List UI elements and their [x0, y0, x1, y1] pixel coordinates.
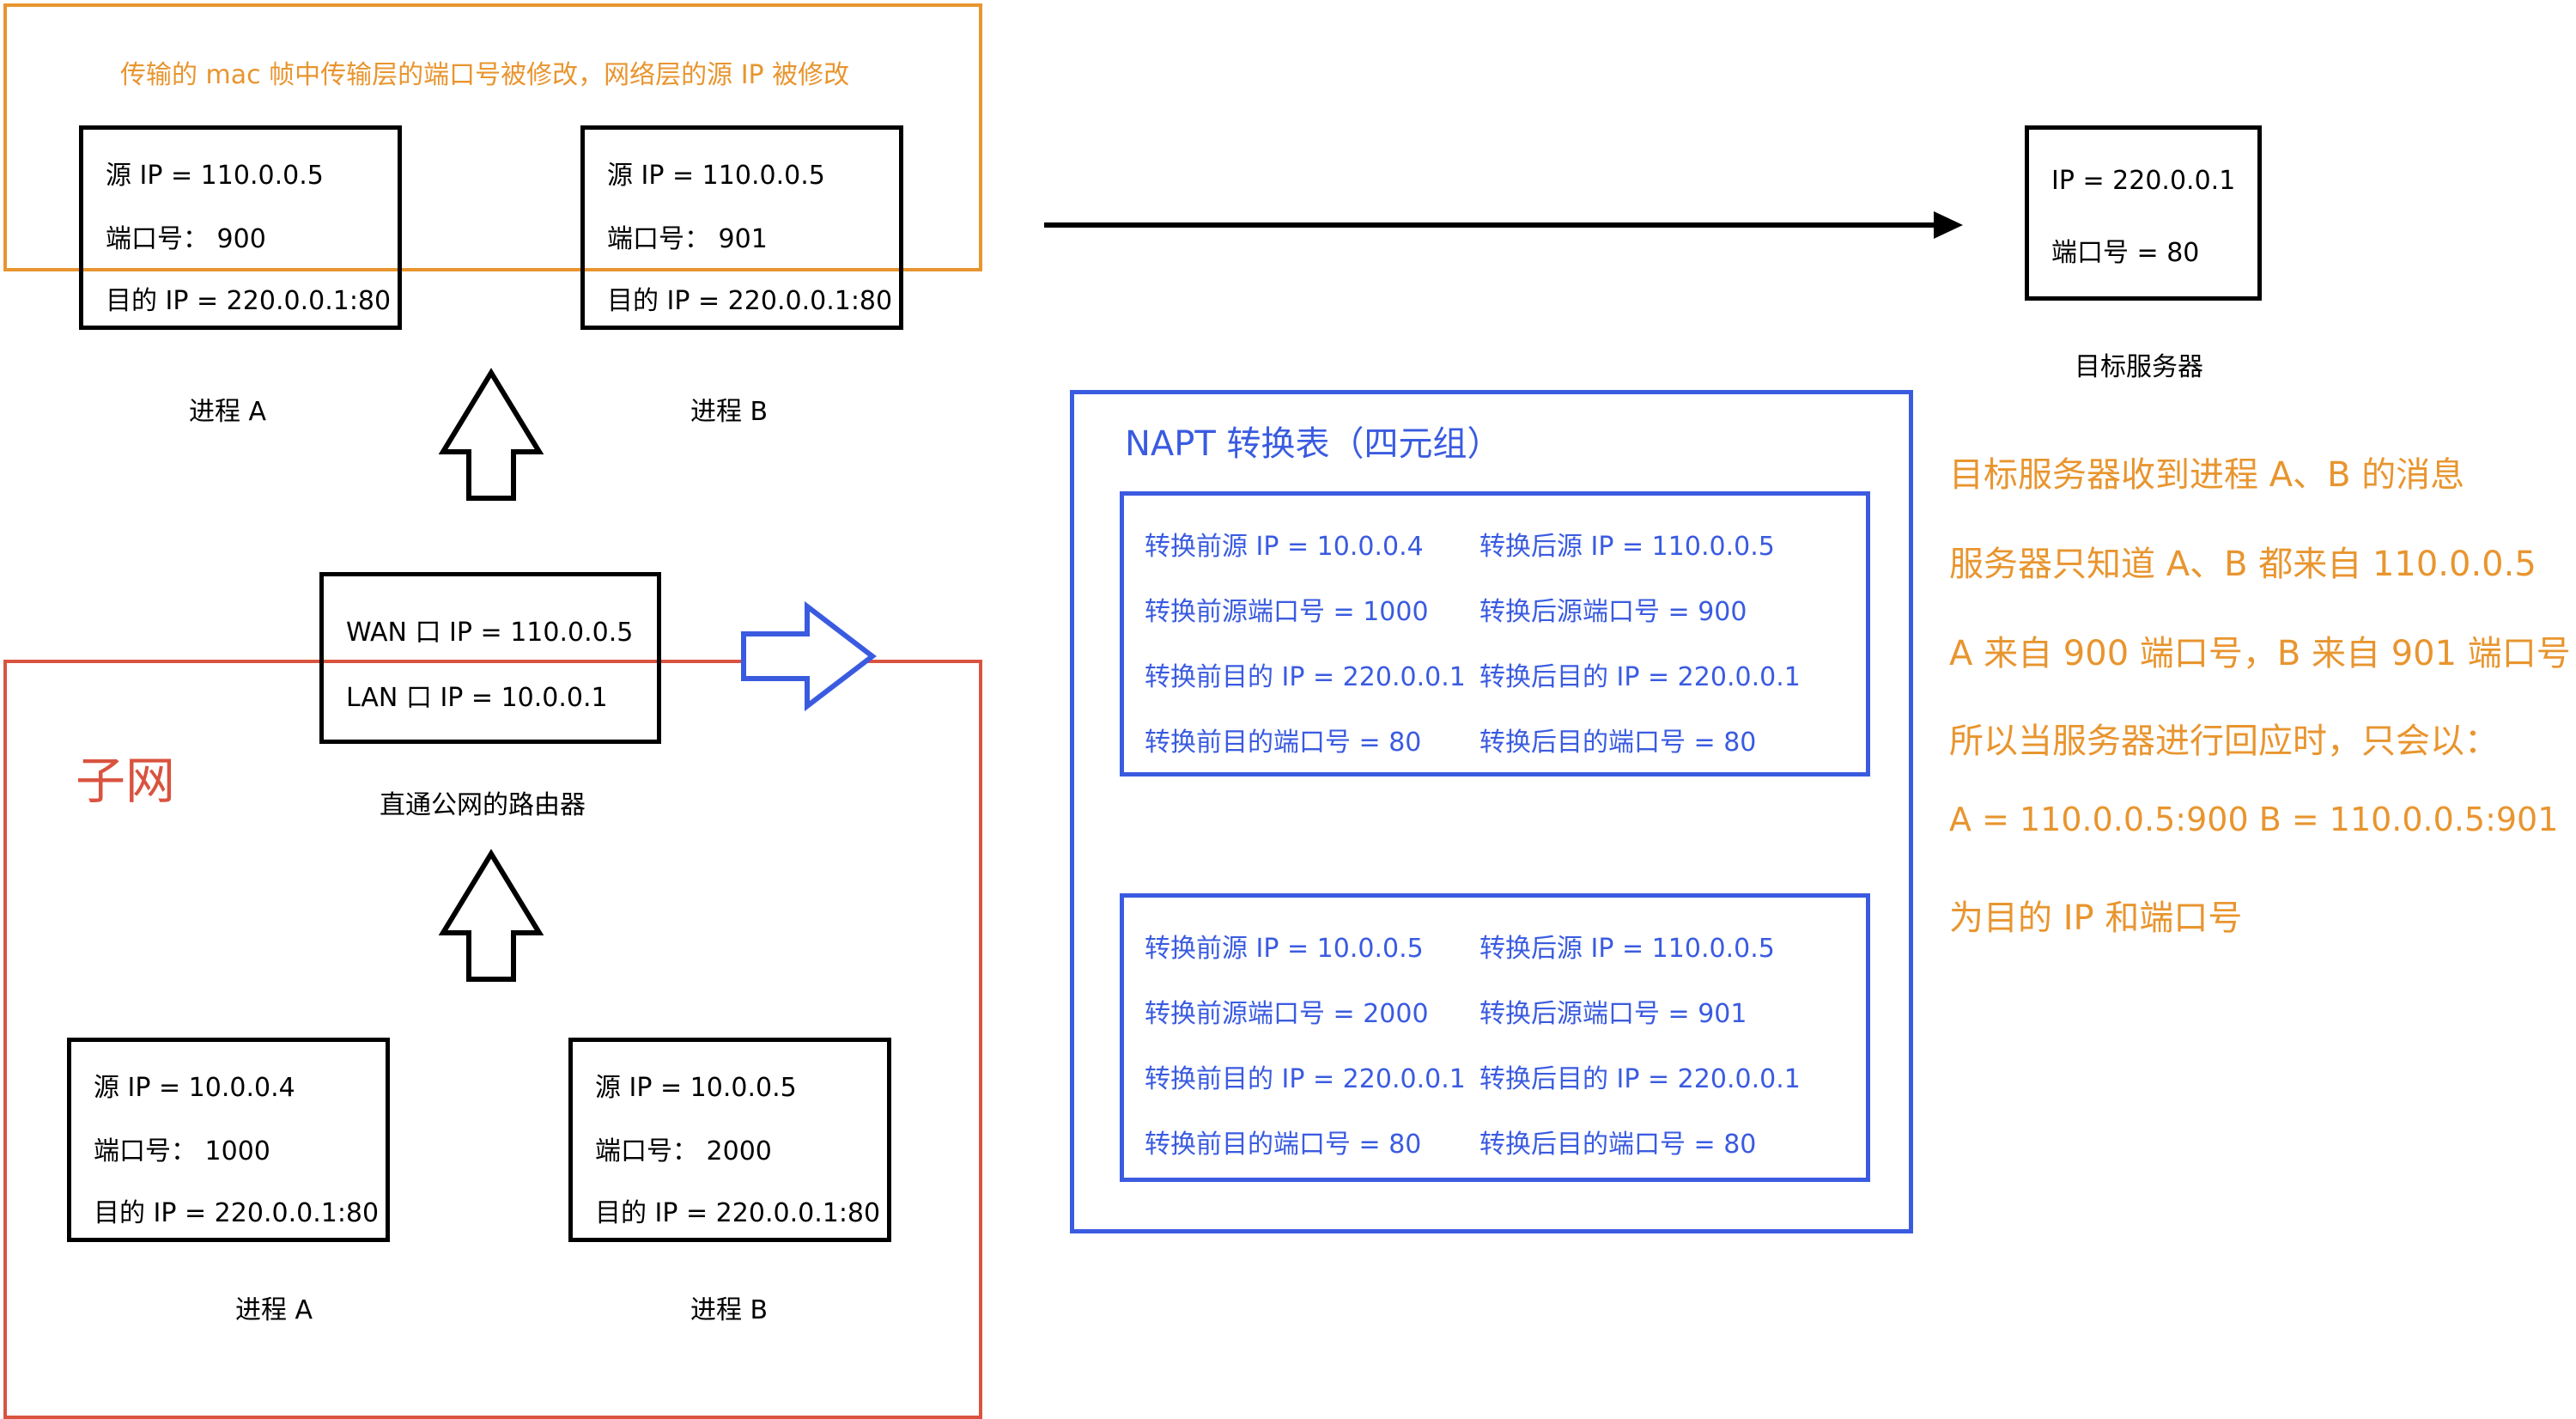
napt-table-frame — [1070, 390, 1913, 1233]
subnet-a-dst: 目的 IP = 220.0.0.1:80 — [94, 1198, 380, 1228]
server-ip: IP = 220.0.0.1 — [2051, 166, 2236, 196]
entry1-after-src-ip: 转换后源 IP = 110.0.0.5 — [1479, 532, 1775, 562]
top-b-port: 端口号： 901 — [607, 224, 768, 254]
subnet-b-src-ip: 源 IP = 10.0.0.5 — [595, 1073, 797, 1103]
subnet-process-b-label: 进程 B — [690, 1295, 769, 1325]
top-a-dst: 目的 IP = 220.0.0.1:80 — [106, 286, 392, 316]
note-2: 服务器只知道 A、B 都来自 110.0.0.5 — [1949, 545, 2537, 584]
top-process-a-label: 进程 A — [189, 397, 267, 427]
top-process-b-label: 进程 B — [690, 397, 769, 427]
router-box: WAN 口 IP = 110.0.0.5 LAN 口 IP = 10.0.0.1 — [319, 572, 661, 744]
note-6: 为目的 IP 和端口号 — [1949, 898, 2243, 938]
server-label: 目标服务器 — [2075, 352, 2203, 382]
top-b-dst: 目的 IP = 220.0.0.1:80 — [607, 286, 893, 316]
entry1-before-src-port: 转换前源端口号 = 1000 — [1145, 597, 1429, 627]
entry1-before-dst-ip: 转换前目的 IP = 220.0.0.1 — [1145, 662, 1466, 692]
entry2-after-src-ip: 转换后源 IP = 110.0.0.5 — [1479, 934, 1775, 964]
top-packet-box-b: 源 IP = 110.0.0.5 端口号： 901 目的 IP = 220.0.… — [580, 125, 903, 330]
server-port: 端口号 = 80 — [2051, 238, 2200, 268]
server-box: IP = 220.0.0.1 端口号 = 80 — [2025, 125, 2262, 301]
entry2-before-src-port: 转换前源端口号 = 2000 — [1145, 999, 1429, 1029]
subnet-packet-box-a: 源 IP = 10.0.0.4 端口号： 1000 目的 IP = 220.0.… — [67, 1038, 390, 1242]
subnet-b-dst: 目的 IP = 220.0.0.1:80 — [595, 1198, 881, 1228]
top-a-port: 端口号： 900 — [106, 224, 266, 254]
subnet-title: 子网 — [76, 752, 176, 810]
note-3: A 来自 900 端口号，B 来自 901 端口号 — [1949, 634, 2571, 673]
router-label: 直通公网的路由器 — [380, 790, 586, 820]
modified-packets-caption: 传输的 mac 帧中传输层的端口号被修改，网络层的源 IP 被修改 — [120, 60, 850, 90]
subnet-b-port: 端口号： 2000 — [595, 1136, 772, 1166]
top-packet-box-a: 源 IP = 110.0.0.5 端口号： 900 目的 IP = 220.0.… — [79, 125, 402, 330]
note-1: 目标服务器收到进程 A、B 的消息 — [1949, 455, 2465, 495]
napt-entry-1: 转换前源 IP = 10.0.0.4 转换后源 IP = 110.0.0.5 转… — [1120, 491, 1870, 776]
entry1-before-dst-port: 转换前目的端口号 = 80 — [1145, 728, 1422, 758]
to-server-arrow-icon — [1044, 211, 1963, 239]
top-b-src-ip: 源 IP = 110.0.0.5 — [607, 161, 825, 191]
entry1-after-dst-ip: 转换后目的 IP = 220.0.0.1 — [1479, 662, 1801, 692]
top-a-src-ip: 源 IP = 110.0.0.5 — [106, 161, 324, 191]
router-wan: WAN 口 IP = 110.0.0.5 — [346, 618, 634, 648]
modified-packets-frame — [3, 3, 982, 271]
entry2-before-dst-port: 转换前目的端口号 = 80 — [1145, 1130, 1422, 1160]
note-5: A = 110.0.0.5:900 B = 110.0.0.5:901 — [1949, 801, 2559, 838]
entry2-after-dst-port: 转换后目的端口号 = 80 — [1479, 1130, 1757, 1160]
entry2-before-src-ip: 转换前源 IP = 10.0.0.5 — [1145, 934, 1424, 964]
entry1-before-src-ip: 转换前源 IP = 10.0.0.4 — [1145, 532, 1424, 562]
subnet-up-arrow-icon — [438, 849, 544, 982]
entry2-before-dst-ip: 转换前目的 IP = 220.0.0.1 — [1145, 1064, 1466, 1094]
entry2-after-dst-ip: 转换后目的 IP = 220.0.0.1 — [1479, 1064, 1801, 1094]
right-arrow-icon — [741, 600, 877, 712]
napt-entry-2: 转换前源 IP = 10.0.0.5 转换后源 IP = 110.0.0.5 转… — [1120, 893, 1870, 1182]
subnet-packet-box-b: 源 IP = 10.0.0.5 端口号： 2000 目的 IP = 220.0.… — [568, 1038, 891, 1242]
entry1-after-dst-port: 转换后目的端口号 = 80 — [1479, 728, 1757, 758]
router-lan: LAN 口 IP = 10.0.0.1 — [346, 683, 608, 713]
up-arrow-icon — [438, 368, 544, 501]
napt-table-title: NAPT 转换表（四元组） — [1125, 424, 1502, 464]
subnet-a-port: 端口号： 1000 — [94, 1136, 270, 1166]
subnet-process-a-label: 进程 A — [235, 1295, 313, 1325]
subnet-a-src-ip: 源 IP = 10.0.0.4 — [94, 1073, 295, 1103]
entry1-after-src-port: 转换后源端口号 = 900 — [1479, 597, 1747, 627]
note-4: 所以当服务器进行回应时，只会以： — [1949, 722, 2499, 761]
entry2-after-src-port: 转换后源端口号 = 901 — [1479, 999, 1747, 1029]
